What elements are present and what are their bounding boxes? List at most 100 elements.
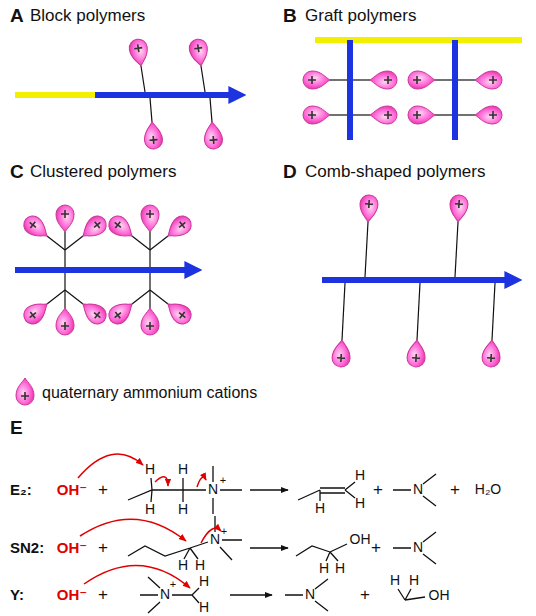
cation-symbol <box>56 308 74 335</box>
side-chain <box>132 290 150 304</box>
atom-label: H <box>390 573 400 588</box>
cation-symbol <box>203 121 223 149</box>
cation-symbol <box>370 71 397 89</box>
panel-letter: C <box>10 162 24 183</box>
cation-symbol <box>105 212 137 243</box>
cation-symbol <box>475 106 502 124</box>
cation-symbol <box>332 340 351 368</box>
cation-symbol <box>143 121 163 149</box>
atom-label: H <box>355 496 365 511</box>
cation-symbol <box>77 212 109 243</box>
reaction-name: Y: <box>10 587 24 604</box>
cation-symbol <box>77 297 109 328</box>
cation-symbol <box>303 71 330 89</box>
panel-letter: A <box>10 6 24 27</box>
atom-label: H <box>409 573 419 588</box>
panel-letter: B <box>283 6 297 27</box>
atom-label: H <box>145 462 155 477</box>
cation-symbol <box>128 38 150 67</box>
side-chain <box>47 236 65 250</box>
panel-title: Graft polymers <box>305 7 416 26</box>
electron-arrows <box>78 454 221 588</box>
cation-symbol <box>449 195 468 223</box>
yellow-block <box>15 92 97 98</box>
cation-symbol <box>408 106 435 124</box>
panel-title: Comb-shaped polymers <box>305 163 485 182</box>
bond-lines <box>398 589 425 600</box>
side-chain <box>64 290 65 308</box>
bond-lines <box>296 544 347 561</box>
cation-symbol <box>370 106 397 124</box>
side-chain <box>149 232 150 250</box>
side-chain <box>492 283 495 340</box>
cation-symbol <box>56 205 74 232</box>
bond-lines <box>393 532 436 564</box>
atom-label: H <box>145 502 155 517</box>
side-chain <box>150 236 168 250</box>
side-chain <box>149 290 150 308</box>
atom-label: H₂O <box>475 482 501 497</box>
atom-label: H <box>335 561 345 576</box>
side-chain <box>150 98 152 122</box>
atom-label: N <box>305 587 315 602</box>
cation-symbol <box>141 205 159 232</box>
panel-letter: D <box>283 162 297 183</box>
plus-sign: + <box>98 586 108 605</box>
yellow-backbone <box>315 37 522 43</box>
side-chain <box>330 114 347 115</box>
side-chain <box>417 283 420 340</box>
reaction-name: E₂: <box>10 482 32 499</box>
atom-label: H <box>178 462 188 477</box>
bond-lines <box>393 474 436 506</box>
side-chain <box>458 114 475 115</box>
cation-symbol <box>20 212 52 243</box>
cation-symbol <box>303 106 330 124</box>
atom-label: H <box>195 558 205 573</box>
plus-sign: + <box>98 539 108 558</box>
blue-block <box>95 92 232 98</box>
blue-backbone <box>15 267 188 273</box>
atom-label: N <box>210 532 220 547</box>
atom-label: OH <box>350 532 371 547</box>
blue-graft <box>452 40 458 140</box>
cation-symbol <box>188 38 210 67</box>
charge-sign: + <box>221 525 227 537</box>
panel-title: Block polymers <box>30 7 145 26</box>
reaction-arrow <box>250 547 288 549</box>
side-chain <box>65 290 83 304</box>
blue-graft <box>347 40 353 140</box>
side-chain <box>455 222 458 277</box>
cation-symbol <box>20 297 52 328</box>
side-chain <box>342 283 345 340</box>
atom-label: H <box>178 502 188 517</box>
bond-lines <box>128 516 242 560</box>
side-chain <box>210 98 212 122</box>
bond-lines <box>298 482 355 501</box>
side-chain <box>353 114 370 115</box>
atom-label: H <box>199 600 209 615</box>
cation-symbol <box>359 195 378 223</box>
legend-symbol <box>16 378 34 405</box>
side-chain <box>435 114 452 115</box>
atom-label: OH <box>429 588 450 603</box>
cation-symbol <box>475 71 502 89</box>
side-chain <box>65 236 83 250</box>
cation-symbol <box>482 340 501 368</box>
side-chain <box>150 290 168 304</box>
cation-symbol <box>408 71 435 89</box>
side-chain <box>330 79 347 80</box>
atom-label: N <box>413 540 423 555</box>
atom-label: N <box>160 587 170 602</box>
blue-backbone <box>322 277 508 283</box>
side-chain <box>458 79 475 80</box>
atom-label: H <box>199 574 209 589</box>
cation-symbol <box>141 308 159 335</box>
plus-sign: + <box>373 481 383 500</box>
atom-label: H <box>315 501 325 516</box>
charge-sign: + <box>220 474 226 486</box>
bond-lines <box>140 577 199 613</box>
side-chain <box>365 222 368 277</box>
side-chain <box>435 79 452 80</box>
